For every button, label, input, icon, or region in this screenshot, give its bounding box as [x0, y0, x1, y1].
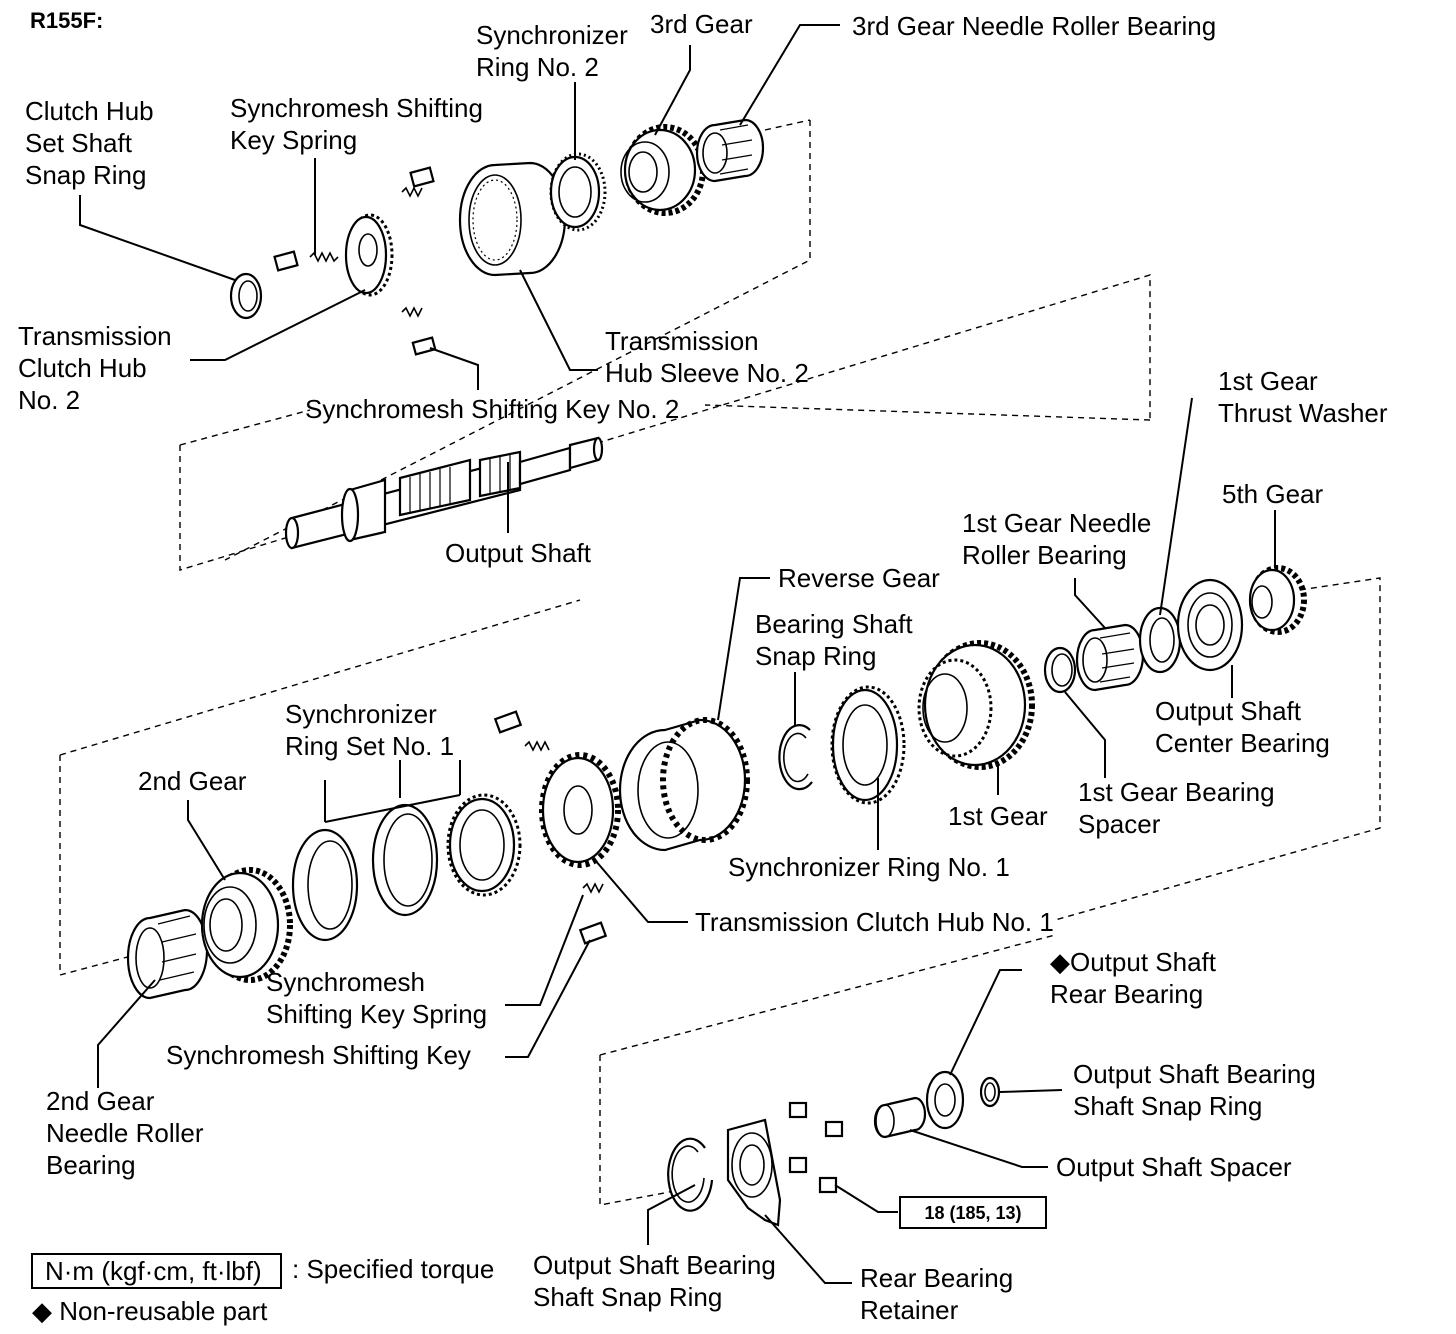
- bearing-snap-ring-right-part: [979, 1076, 1001, 1108]
- label-gear-1st: 1st Gear: [948, 801, 1048, 831]
- output-spacer-part: [873, 1096, 927, 1139]
- sync-ring-2-part: [549, 152, 607, 232]
- label-sync-ring-1: Synchronizer Ring No. 1: [728, 852, 1010, 882]
- assembly-boundaries: [59, 119, 1381, 1206]
- clutch-hub-snap-ring-part: [229, 272, 263, 320]
- label-gear-2nd: 2nd Gear: [138, 766, 247, 796]
- label-reverse-gear: Reverse Gear: [778, 563, 940, 593]
- label-shifting-key: Synchromesh Shifting Key: [166, 1040, 471, 1070]
- torque-value: 18 (185, 13): [924, 1203, 1021, 1223]
- label-shifting-key-2: Synchromesh Shifting Key No. 2: [305, 394, 679, 424]
- rear-bearing-part: [925, 1070, 965, 1130]
- bearing-2nd-part: [126, 908, 209, 1000]
- gear-1st-part: [917, 640, 1035, 770]
- legend: N·m (kgf·cm, ft·lbf) : Specified torque …: [31, 1253, 494, 1326]
- bearing-1st-part: [1075, 623, 1145, 692]
- output-shaft-part: [284, 436, 604, 550]
- sync-ring-set-1-part: [291, 793, 522, 942]
- label-output-spacer: Output Shaft Spacer: [1056, 1152, 1292, 1182]
- bearing-3rd-part: [695, 118, 765, 183]
- label-gear-5th: 5th Gear: [1222, 479, 1324, 509]
- label-output-shaft: Output Shaft: [445, 538, 592, 568]
- rear-retainer-part: [726, 1118, 782, 1227]
- torque-spec-box: 18 (185, 13): [899, 1196, 1047, 1229]
- legend-torque-text: : Specified torque: [292, 1254, 494, 1284]
- clutch-hub-1-part: [539, 752, 621, 868]
- center-bearing-part: [1176, 578, 1244, 672]
- bearing-shaft-snap-ring-part: [778, 724, 813, 791]
- gear-3rd-part: [620, 124, 706, 216]
- label-gear-3rd: 3rd Gear: [650, 9, 753, 39]
- bearing-snap-ring-bottom-part: [667, 1137, 714, 1212]
- diagram-title: R155F:: [30, 8, 103, 33]
- sync-ring-1-part: [830, 685, 906, 805]
- label-bearing-3rd: 3rd Gear Needle Roller Bearing: [852, 11, 1216, 41]
- gear-5th-part: [1248, 565, 1307, 635]
- legend-nonreusable: ◆ Non-reusable part: [32, 1296, 268, 1326]
- gear-2nd-part: [200, 867, 293, 983]
- hub-sleeve-2-part: [458, 161, 567, 277]
- label-clutch-hub-1: Transmission Clutch Hub No. 1: [695, 907, 1054, 937]
- legend-torque-unit: N·m (kgf·cm, ft·lbf): [45, 1256, 262, 1286]
- bearing-spacer-1st-part: [1043, 646, 1077, 694]
- shifting-key-top-part: [273, 166, 437, 356]
- clutch-hub-2-part: [344, 213, 394, 297]
- thrust-washer-part: [1138, 606, 1182, 674]
- retainer-bolts-part: [788, 1101, 844, 1194]
- leader-lines: [79, 24, 1276, 1284]
- reverse-gear-part: [618, 717, 750, 852]
